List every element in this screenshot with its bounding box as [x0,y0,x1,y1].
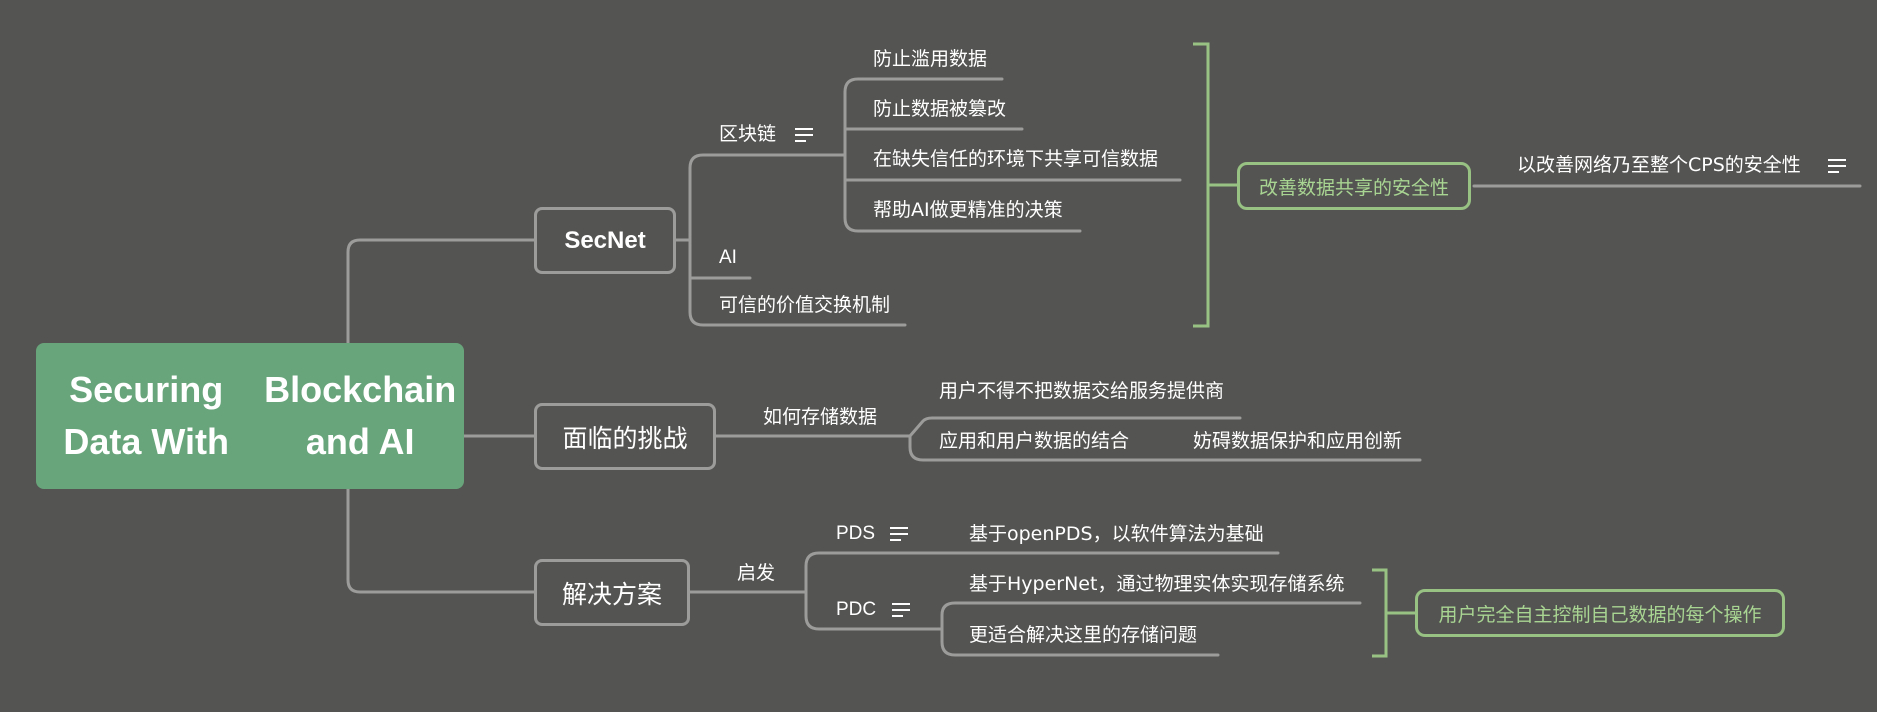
summary-secnet-child[interactable]: 以改善网络乃至整个CPS的安全性 [1517,154,1801,176]
topic-blockchain[interactable]: 区块链 [719,123,777,145]
topic-pds-item[interactable]: 基于openPDS，以软件算法为基础 [969,523,1264,545]
topic-pds[interactable]: PDS [836,523,876,544]
topic-challenge[interactable]: 面临的挑战 [534,403,716,470]
summary-secnet-label: 改善数据共享的安全性 [1258,176,1449,199]
topic-pdc-item-2[interactable]: 更适合解决这里的存储问题 [969,624,1198,646]
topic-blockchain-item-1[interactable]: 防止滥用数据 [873,48,988,70]
notes-icon[interactable] [1828,159,1846,173]
topic-pdc-item-1[interactable]: 基于HyperNet，通过物理实体实现存储系统 [969,573,1345,595]
topic-ai[interactable]: AI [719,247,737,268]
topic-storage-item-1[interactable]: 用户不得不把数据交给服务提供商 [939,380,1225,402]
topic-storage[interactable]: 如何存储数据 [763,406,878,428]
notes-icon[interactable] [795,128,813,142]
topic-blockchain-item-3[interactable]: 在缺失信任的环境下共享可信数据 [873,148,1159,170]
root-title-line1: Securing Data With [63,369,230,462]
topic-pdc[interactable]: PDC [836,599,877,620]
topic-inspire[interactable]: 启发 [737,562,776,584]
summary-secnet[interactable]: 改善数据共享的安全性 [1237,162,1471,210]
topic-challenge-label: 面临的挑战 [562,423,688,453]
notes-icon[interactable] [892,603,910,617]
topic-secnet-label: SecNet [564,226,646,254]
root-title-line2: Blockchain and AI [264,369,457,462]
topic-blockchain-item-4[interactable]: 帮助AI做更精准的决策 [873,199,1063,221]
topic-secnet[interactable]: SecNet [534,207,676,274]
summary-solution-label: 用户完全自主控制自己数据的每个操作 [1438,603,1762,626]
topic-storage-item-2-sub[interactable]: 妨碍数据保护和应用创新 [1193,430,1403,452]
topic-solution[interactable]: 解决方案 [534,559,690,626]
summary-solution[interactable]: 用户完全自主控制自己数据的每个操作 [1415,589,1785,637]
topic-solution-label: 解决方案 [561,579,662,609]
topic-storage-item-2[interactable]: 应用和用户数据的结合 [939,430,1130,452]
root-topic[interactable]: Securing Data With Blockchain and AI [36,343,464,489]
topic-blockchain-item-2[interactable]: 防止数据被篡改 [873,98,1007,120]
topic-exchange-mechanism[interactable]: 可信的价值交换机制 [719,294,891,316]
notes-icon[interactable] [890,527,908,541]
